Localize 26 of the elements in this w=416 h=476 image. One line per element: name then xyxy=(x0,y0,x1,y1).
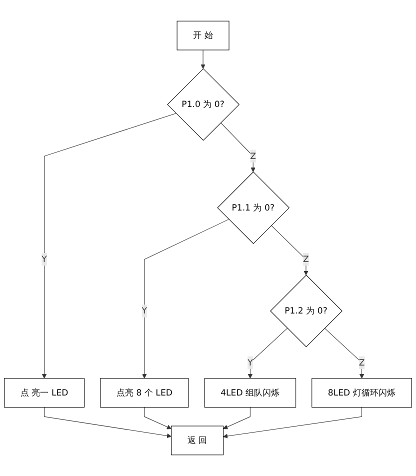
arrow xyxy=(248,328,288,379)
arrow xyxy=(144,407,172,430)
arrow xyxy=(220,122,256,172)
edge-label: Z xyxy=(358,357,365,368)
node-box: 开 始 xyxy=(176,20,230,50)
arrow xyxy=(42,113,176,379)
edge-label: Y xyxy=(142,306,148,316)
node-box: 返 回 xyxy=(171,426,224,456)
arrow xyxy=(223,407,362,438)
arrow xyxy=(200,50,206,69)
edge-label: Z xyxy=(303,254,309,264)
arrow xyxy=(44,407,172,438)
node-diamond: P1.1 为 0? xyxy=(217,172,290,244)
node-box: 点亮 8 个 LED xyxy=(100,378,189,408)
arrow xyxy=(324,328,364,379)
arrow xyxy=(223,407,250,430)
node-diamond: P1.0 为 0? xyxy=(167,68,240,141)
node-box: 8LED 灯循环闪烁 xyxy=(312,378,412,408)
edge-label: Y xyxy=(42,254,47,264)
node-box: 点 亮一 LED xyxy=(4,378,85,408)
edge-label: Y xyxy=(248,357,253,368)
node-diamond: P1.2 为 0? xyxy=(270,274,342,348)
node-box: 4LED 组队闪烁 xyxy=(204,378,296,408)
arrow xyxy=(270,225,308,276)
arrow xyxy=(142,219,230,379)
edge-label: Z xyxy=(250,150,256,161)
